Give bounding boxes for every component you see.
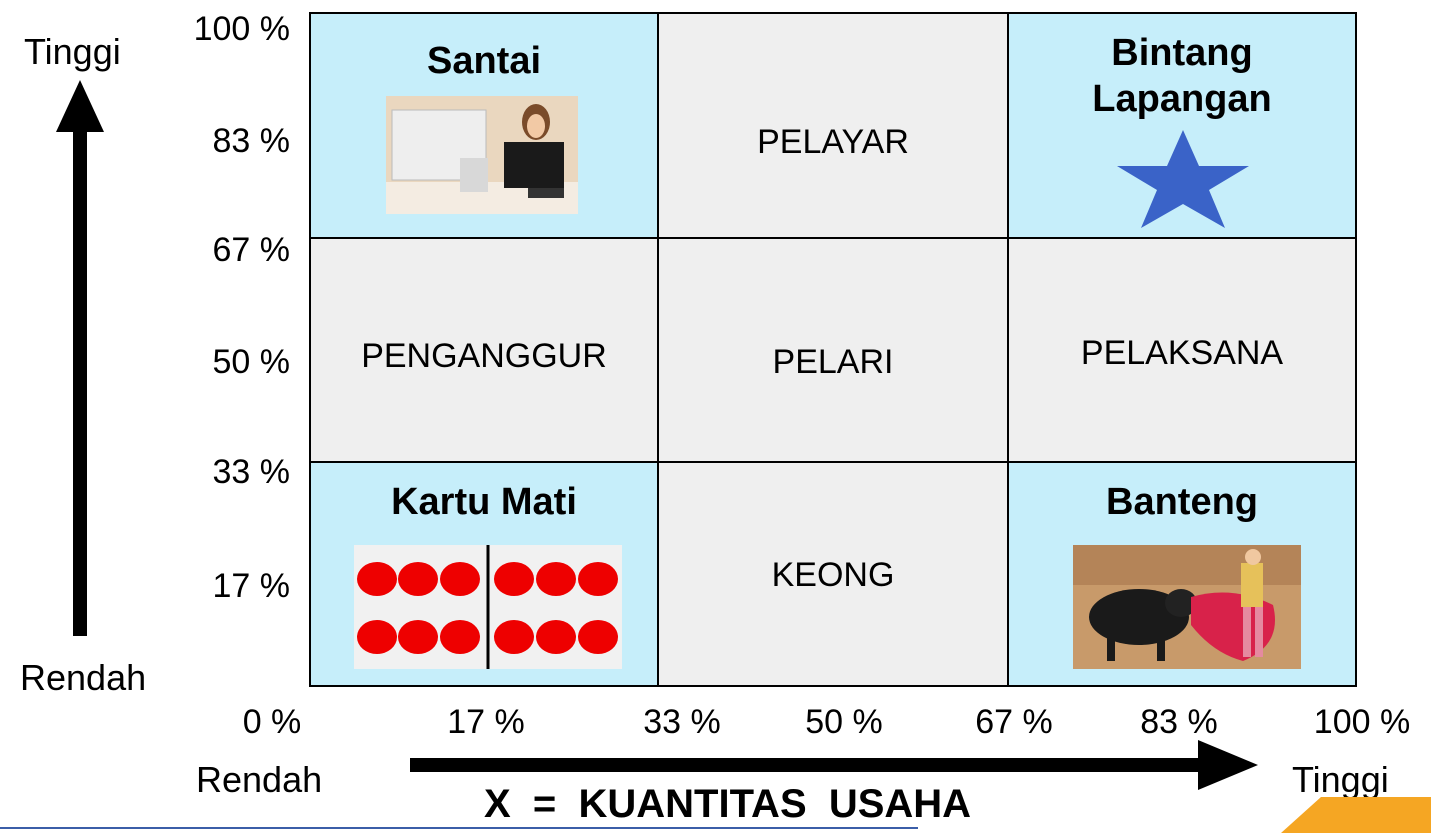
cell-keong: KEONG: [657, 461, 1009, 687]
bottom-divider: [0, 827, 918, 829]
x-axis-low-label: Rendah: [196, 759, 323, 800]
cell-label-keong: KEONG: [771, 556, 895, 594]
cell-label-pelayar: PELAYAR: [757, 123, 909, 161]
arrow-right-icon: [410, 740, 1258, 790]
cell-pelari: PELARI: [657, 237, 1009, 463]
x-tick-83: 83 %: [1140, 703, 1218, 741]
cell-title-kartu-mati: Kartu Mati: [391, 481, 577, 523]
y-axis-arrow: [52, 80, 108, 636]
x-axis-title: X = KUANTITAS USAHA: [484, 782, 972, 826]
y-axis-low-label: Rendah: [20, 657, 147, 698]
x-tick-100: 100 %: [1313, 703, 1411, 741]
x-tick-67: 67 %: [975, 703, 1053, 741]
x-tick-50: 50 %: [805, 703, 883, 741]
cell-title-santai: Santai: [426, 40, 542, 82]
x-tick-0: 0 %: [242, 703, 302, 741]
y-tick-33: 33 %: [212, 453, 291, 491]
star-icon: [1117, 130, 1249, 228]
matrix-grid: Santai PELAYAR Bintang Lapangan PENGANGG…: [309, 12, 1357, 687]
cell-santai: Santai: [309, 12, 659, 239]
x-tick-17: 17 %: [447, 703, 525, 741]
domino-tile: [354, 545, 622, 669]
cell-banteng: Banteng: [1007, 461, 1357, 687]
x-axis-high-label: Tinggi: [1292, 759, 1389, 800]
arrow-up-icon: [56, 80, 104, 636]
y-axis-high-label: Tinggi: [24, 31, 121, 72]
cell-label-penganggur: PENGANGGUR: [361, 337, 607, 375]
corner-accent: [1281, 797, 1431, 833]
cell-penganggur: PENGANGGUR: [309, 237, 659, 463]
cell-label-pelaksana: PELAKSANA: [1080, 334, 1284, 372]
y-tick-17: 17 %: [212, 567, 291, 605]
cell-kartu-mati: Kartu Mati: [309, 461, 659, 687]
y-tick-50: 50 %: [212, 343, 291, 381]
cell-label-pelari: PELARI: [772, 343, 894, 381]
cell-bintang-lapangan: Bintang Lapangan: [1007, 12, 1357, 239]
cell-pelaksana: PELAKSANA: [1007, 237, 1357, 463]
cell-title-bintang-lapangan: Bintang Lapangan: [1092, 32, 1272, 120]
y-tick-100: 100 %: [193, 10, 290, 48]
cell-title-banteng: Banteng: [1106, 481, 1258, 523]
y-tick-83: 83 %: [212, 122, 291, 160]
y-tick-67: 67 %: [212, 231, 291, 269]
bullfighter-photo: [1073, 545, 1301, 669]
cell-pelayar: PELAYAR: [657, 12, 1009, 239]
x-tick-33: 33 %: [643, 703, 721, 741]
bored-office-worker-photo: [386, 96, 578, 214]
